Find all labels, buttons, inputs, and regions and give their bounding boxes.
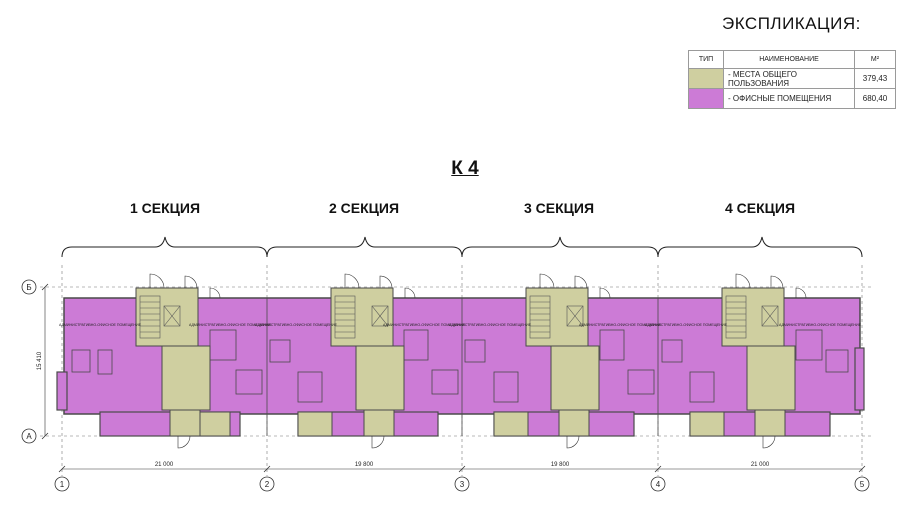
legend-title: ЭКСПЛИКАЦИЯ:: [722, 14, 861, 33]
row-axis-markers: Б А: [21, 279, 37, 444]
interior-walls: [71, 298, 849, 436]
room-label: АДМИНИСТРАТИВНО-ОФИСНОЕ ПОМЕЩЕНИЕ: [779, 323, 862, 327]
height-dimension: 15 410: [37, 283, 49, 440]
room-label: АДМИНИСТРАТИВНО-ОФИСНОЕ ПОМЕЩЕНИЕ: [449, 323, 532, 327]
span-label-3: 19 800: [551, 462, 570, 468]
span-dimensions: 21 000 19 800 19 800 21 000: [58, 462, 866, 473]
legend-swatch-office: [688, 88, 724, 109]
column-axis-5: 5: [860, 480, 865, 489]
row-axis-b: Б: [26, 283, 31, 292]
column-axis-3: 3: [460, 480, 465, 489]
legend-area-common: 379,43: [854, 68, 896, 89]
span-label-2: 19 800: [355, 462, 374, 468]
section-label-3: 3 СЕКЦИЯ: [523, 200, 595, 216]
column-axis-2: 2: [265, 480, 270, 489]
column-axis-markers: 1 2 3 4 5: [54, 476, 870, 492]
height-dimension-label: 15 410: [37, 351, 43, 370]
row-axis-a: А: [26, 432, 32, 441]
legend-header-row: ТИП НАИМЕНОВАНИЕ М²: [688, 50, 896, 69]
span-label-1: 21 000: [155, 462, 174, 468]
column-axis-1: 1: [60, 480, 65, 489]
legend-row-office: - ОФИСНЫЕ ПОМЕЩЕНИЯ 680,40: [688, 88, 896, 109]
room-label: АДМИНИСТРАТИВНО-ОФИСНОЕ ПОМЕЩЕНИЕ: [189, 323, 272, 327]
room-label: АДМИНИСТРАТИВНО-ОФИСНОЕ ПОМЕЩЕНИЕ: [59, 323, 142, 327]
doors: [149, 273, 807, 449]
section-label-2: 2 СЕКЦИЯ: [328, 200, 400, 216]
plan-title: К 4: [451, 158, 479, 179]
span-label-4: 21 000: [751, 462, 770, 468]
section-braces: [61, 236, 863, 258]
legend-row-common: - МЕСТА ОБЩЕГО ПОЛЬЗОВАНИЯ 379,43: [688, 68, 896, 89]
room-labels: АДМИНИСТРАТИВНО-ОФИСНОЕ ПОМЕЩЕНИЕ АДМИНИ…: [59, 323, 862, 327]
room-label: АДМИНИСТРАТИВНО-ОФИСНОЕ ПОМЕЩЕНИЕ: [255, 323, 338, 327]
room-label: АДМИНИСТРАТИВНО-ОФИСНОЕ ПОМЕЩЕНИЕ: [383, 323, 466, 327]
room-label: АДМИНИСТРАТИВНО-ОФИСНОЕ ПОМЕЩЕНИЕ: [645, 323, 728, 327]
common-areas: [135, 287, 796, 437]
legend-name-common: - МЕСТА ОБЩЕГО ПОЛЬЗОВАНИЯ: [723, 68, 855, 89]
section-label-1: 1 СЕКЦИЯ: [129, 200, 201, 216]
legend-table: ТИП НАИМЕНОВАНИЕ М² - МЕСТА ОБЩЕГО ПОЛЬЗ…: [688, 50, 896, 109]
legend-area-office: 680,40: [854, 88, 896, 109]
room-label: АДМИНИСТРАТИВНО-ОФИСНОЕ ПОМЕЩЕНИЕ: [579, 323, 662, 327]
stairwells: [139, 295, 779, 339]
section-label-4: 4 СЕКЦИЯ: [724, 200, 796, 216]
column-axis-4: 4: [656, 480, 661, 489]
